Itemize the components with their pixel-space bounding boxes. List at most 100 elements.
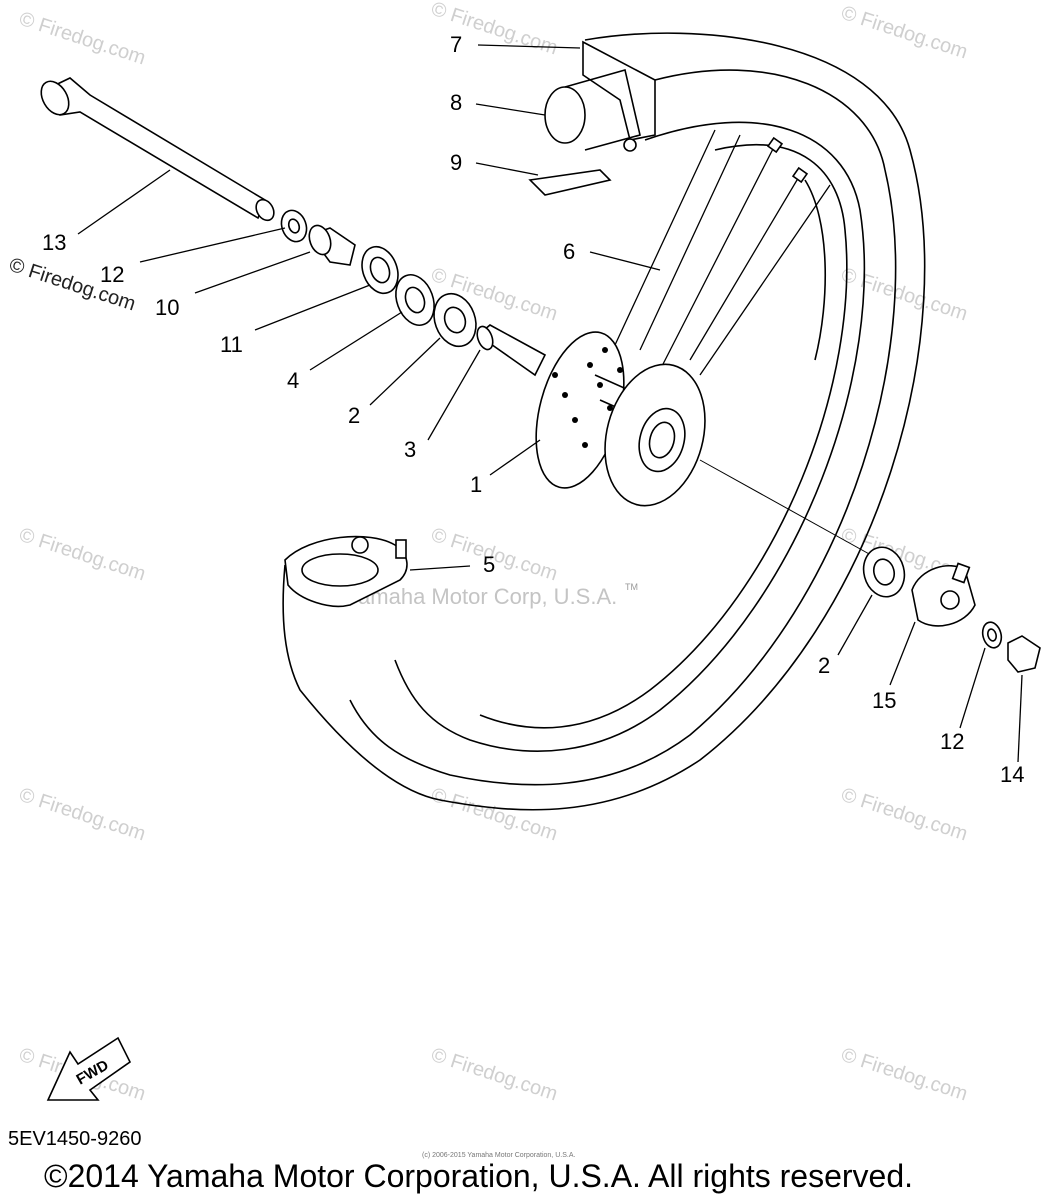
hub-hole bbox=[552, 372, 558, 378]
hub-hole bbox=[587, 362, 593, 368]
leader-5 bbox=[409, 565, 471, 571]
tube-valve-hole bbox=[623, 138, 637, 152]
spoke bbox=[689, 174, 801, 361]
part-label-11: 11 bbox=[220, 332, 243, 357]
diagram-code: 5EV1450-9260 bbox=[8, 1128, 142, 1150]
axle-tip bbox=[255, 198, 275, 222]
spokes-part-6 bbox=[614, 129, 831, 376]
part-label-2-upper: 2 bbox=[348, 403, 360, 428]
leader-6 bbox=[589, 251, 661, 271]
spoke-nipple bbox=[791, 166, 809, 184]
part-label-12-upper: 12 bbox=[100, 262, 124, 287]
fwd-arrow-icon bbox=[46, 1036, 132, 1101]
trademark-mark: TM bbox=[625, 582, 638, 592]
axle-head bbox=[40, 80, 70, 116]
hub-hole bbox=[602, 347, 608, 353]
tire-and-rim bbox=[282, 32, 926, 811]
leader-8 bbox=[475, 103, 546, 116]
watermark-text: © Firedog.com bbox=[16, 524, 148, 586]
watermark-text: © Firedog.com bbox=[838, 264, 970, 326]
axle-centerline bbox=[699, 459, 881, 561]
spoke bbox=[659, 144, 776, 371]
left-side-parts bbox=[280, 209, 547, 377]
spacer-end bbox=[476, 325, 494, 351]
copyright-notice: ©2014 Yamaha Motor Corporation, U.S.A. A… bbox=[44, 1158, 914, 1194]
bearing-4-inner bbox=[404, 286, 426, 314]
watermark-text: © Firedog.com bbox=[838, 784, 970, 846]
leader-12-upper bbox=[139, 227, 286, 263]
spoke bbox=[699, 184, 831, 376]
leader-2-lower bbox=[837, 594, 873, 656]
rim-inner-edge bbox=[479, 144, 848, 729]
tire-inner-edge bbox=[349, 69, 897, 786]
spoke bbox=[639, 134, 741, 351]
watermark-text: © Firedog.com bbox=[838, 2, 970, 64]
watermark-text: © Firedog.com bbox=[428, 1044, 560, 1106]
rim-outer-edge bbox=[394, 121, 866, 752]
tube-part-8-body bbox=[564, 69, 641, 151]
fwd-direction-badge: FWD bbox=[46, 1036, 132, 1101]
washer-right-hole bbox=[987, 628, 997, 642]
part-label-8: 8 bbox=[450, 90, 462, 115]
watermark-text: © Firedog.com bbox=[16, 784, 148, 846]
oil-seal-inner bbox=[369, 256, 391, 284]
hub-bore-inner bbox=[648, 421, 676, 459]
part-label-9: 9 bbox=[450, 150, 462, 175]
part-label-3: 3 bbox=[404, 437, 416, 462]
hub-hole bbox=[582, 442, 588, 448]
part-label-1: 1 bbox=[470, 472, 482, 497]
leader-15 bbox=[889, 621, 916, 686]
leader-4 bbox=[309, 311, 403, 371]
part-label-5: 5 bbox=[483, 552, 495, 577]
part-label-7: 7 bbox=[450, 32, 462, 57]
right-side-parts bbox=[862, 546, 1041, 673]
part-label-15: 15 bbox=[872, 688, 896, 713]
part-label-14: 14 bbox=[1000, 762, 1024, 787]
axle-shaft bbox=[43, 77, 266, 220]
leader-11 bbox=[254, 284, 371, 331]
watermark-text: © Firedog.com bbox=[16, 8, 148, 70]
tire-outer-edge bbox=[282, 32, 926, 811]
watermark-text: © Firedog.com bbox=[838, 1044, 970, 1106]
valve-base bbox=[351, 536, 369, 554]
leader-7 bbox=[477, 44, 581, 49]
part-label-2-lower: 2 bbox=[818, 653, 830, 678]
part-label-12-lower: 12 bbox=[940, 729, 964, 754]
tiny-copyright: (c) 2006-2015 Yamaha Motor Corporation, … bbox=[422, 1152, 576, 1159]
rim-band-part-9 bbox=[528, 169, 612, 196]
bearing-2-right-inner bbox=[872, 558, 896, 586]
part-label-6: 6 bbox=[563, 239, 575, 264]
tube-cross-section bbox=[301, 553, 379, 587]
washer-hole bbox=[287, 218, 301, 234]
part-label-4: 4 bbox=[287, 368, 299, 393]
leader-9 bbox=[475, 162, 539, 176]
center-watermark: Yamaha Motor Corp, U.S.A. bbox=[345, 584, 617, 609]
part-label-13: 13 bbox=[42, 230, 66, 255]
bearing-2-inner bbox=[443, 306, 467, 334]
watermark-text: © Firedog.com bbox=[428, 0, 560, 59]
hub-hole bbox=[617, 367, 623, 373]
speedo-drive-tab bbox=[951, 562, 971, 584]
leader-1 bbox=[489, 439, 541, 476]
collar-end bbox=[308, 224, 332, 256]
tube-part-8 bbox=[544, 86, 586, 144]
tire-cut-section-top bbox=[582, 40, 656, 141]
leader-3 bbox=[427, 349, 481, 441]
leader-10 bbox=[194, 251, 311, 294]
hub-part-1 bbox=[535, 331, 706, 507]
speedo-gear-hole bbox=[940, 590, 960, 610]
axle-part-13 bbox=[40, 77, 275, 222]
leader-13 bbox=[77, 169, 171, 235]
hub-hole bbox=[572, 417, 578, 423]
leader-12-lower bbox=[959, 647, 986, 729]
watermark-text: © Firedog.com bbox=[428, 784, 560, 846]
leader-14 bbox=[1017, 674, 1023, 763]
hub-hole bbox=[607, 405, 613, 411]
nut-part-14 bbox=[1007, 635, 1041, 673]
spoke bbox=[614, 129, 716, 346]
hub-hole bbox=[562, 392, 568, 398]
part-label-10: 10 bbox=[155, 295, 179, 320]
tube-parts bbox=[528, 69, 641, 196]
callout-leaders bbox=[77, 44, 1023, 763]
